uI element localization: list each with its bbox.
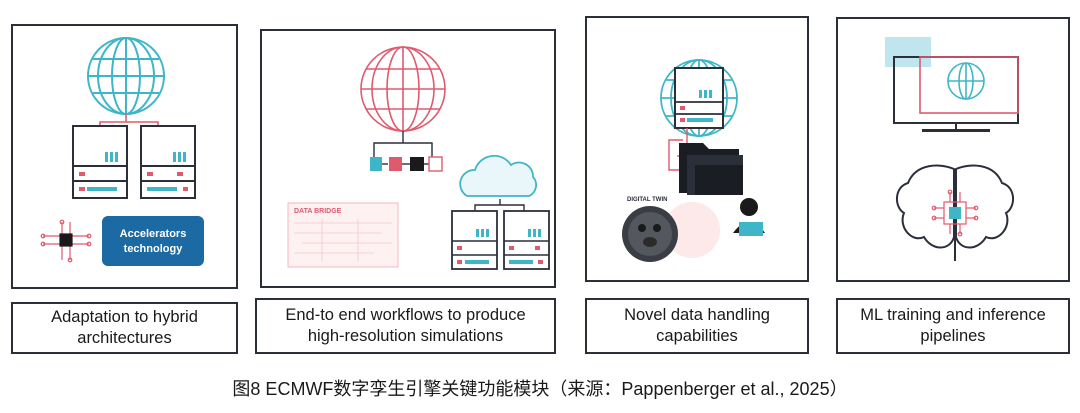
cloud-icon — [460, 156, 536, 196]
panel-hybrid-architectures: Accelerators technology — [11, 24, 238, 289]
user-avatar-icon — [733, 198, 765, 236]
server-icon — [675, 68, 723, 128]
chip-core — [949, 207, 961, 219]
server-left-icon — [452, 211, 497, 269]
globe-icon — [88, 38, 164, 114]
digital-twin-image — [622, 206, 678, 262]
server-right-icon — [504, 211, 549, 269]
accent-square — [885, 37, 931, 67]
folder-icon — [679, 143, 743, 195]
data-bridge-label: DATA BRIDGE — [294, 208, 342, 215]
chip-icon — [41, 220, 91, 262]
data-node-teal — [370, 157, 382, 171]
data-bridge-panel: DATA BRIDGE — [288, 203, 398, 267]
globe-icon — [361, 47, 445, 131]
data-node-black — [410, 157, 424, 171]
network-connector-icon — [100, 114, 158, 126]
data-node-outline — [429, 157, 442, 171]
workflow-illustration: DATA BRIDGE — [262, 31, 558, 290]
hybrid-architecture-illustration: Accelerators technology — [13, 26, 240, 291]
panel-ml-training — [836, 17, 1070, 282]
panel-novel-data-handling: DIGITAL TWIN — [585, 16, 809, 282]
server-right-icon — [141, 126, 195, 198]
accelerators-badge-line2: technology — [124, 243, 184, 255]
accelerators-badge-line1: Accelerators — [120, 228, 187, 240]
cloud-connector-icon — [475, 199, 524, 211]
monitor-icon — [894, 57, 1018, 132]
accelerators-badge — [102, 216, 204, 266]
globe-icon — [948, 63, 984, 99]
panel-end-to-end-workflows: DATA BRIDGE — [260, 29, 556, 288]
ml-illustration — [838, 19, 1072, 284]
data-node-pink — [389, 157, 402, 171]
server-left-icon — [73, 126, 127, 198]
digital-twin-label: DIGITAL TWIN — [627, 197, 667, 203]
data-handling-illustration: DIGITAL TWIN — [587, 18, 811, 284]
figure-caption: 图8 ECMWF数字孪生引擎关键功能模块（来源：Pappenberger et … — [0, 375, 1080, 401]
